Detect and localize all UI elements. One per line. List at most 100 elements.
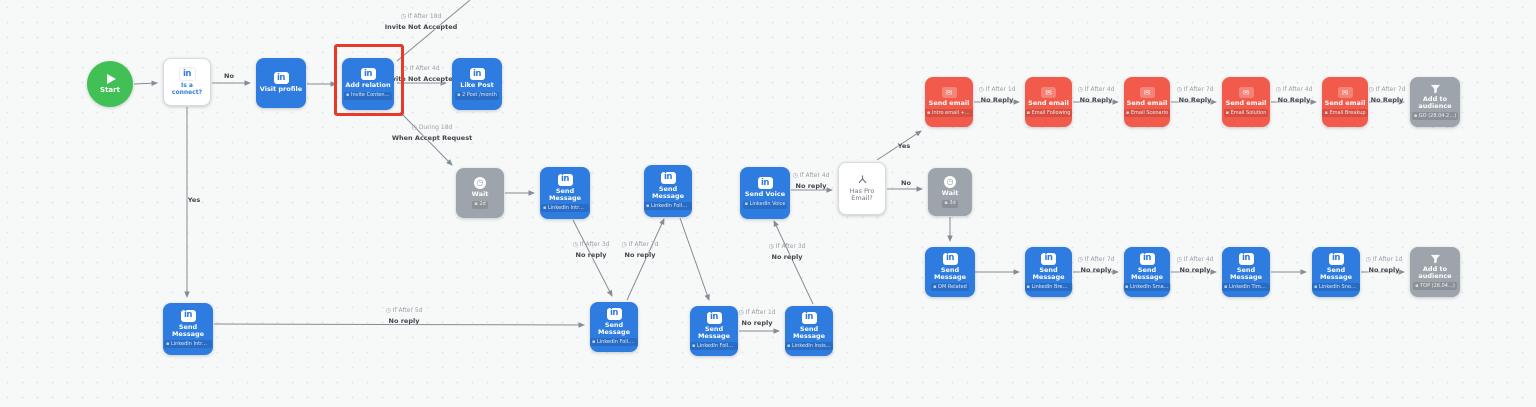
node-title: Send Message bbox=[1130, 265, 1164, 281]
edge-connector bbox=[876, 130, 922, 161]
linkedin-icon: in bbox=[557, 173, 573, 186]
edge-connector bbox=[626, 218, 665, 301]
node-has-pro-email[interactable]: Has Pro Email? bbox=[838, 162, 886, 215]
node-subtitle: LinkedIn Insist… bbox=[785, 342, 833, 351]
node-subtitle: LinkedIn Follow #1 bbox=[644, 202, 692, 211]
node-subtitle: LinkedIn Follow… bbox=[690, 342, 738, 351]
node-send-email-4[interactable]: ✉Send emailEmail Solution bbox=[1222, 77, 1270, 127]
node-title: Wait bbox=[941, 189, 959, 198]
edge-connector bbox=[399, 111, 453, 166]
node-title: Add to audience bbox=[1418, 264, 1452, 280]
split-icon bbox=[857, 174, 868, 186]
edge-connector bbox=[572, 219, 613, 297]
node-title: Send Message bbox=[1229, 265, 1263, 281]
linkedin-icon: in bbox=[1041, 252, 1056, 265]
node-title: Send email bbox=[1126, 98, 1168, 107]
node-title: Send email bbox=[928, 98, 970, 107]
node-title: Is a connect? bbox=[171, 82, 203, 96]
node-subtitle: LinkedIn Follow… bbox=[590, 338, 638, 347]
edge-connector bbox=[133, 80, 158, 86]
node-title: Send Message bbox=[933, 265, 967, 281]
node-title: Add to audience bbox=[1418, 94, 1452, 110]
linkedin-icon: in bbox=[1238, 252, 1254, 265]
node-send-email-3[interactable]: ✉Send emailEmail Scenario bbox=[1123, 77, 1171, 127]
edge-connector bbox=[396, 0, 471, 62]
linkedin-icon: in bbox=[273, 72, 289, 85]
node-send-email-1[interactable]: ✉Send emailIntro email + B… bbox=[925, 77, 973, 127]
node-title: Send Message bbox=[651, 184, 685, 200]
node-subtitle: Email Solution bbox=[1223, 109, 1269, 118]
linkedin-icon: in bbox=[469, 68, 485, 81]
node-subtitle: Email Scenario bbox=[1123, 109, 1171, 118]
node-title: Send Message bbox=[792, 324, 826, 340]
node-wait-2[interactable]: ◷Wait3d bbox=[928, 168, 972, 216]
node-subtitle: LinkedIn Snooz… bbox=[1312, 283, 1360, 292]
node-title: Visit profile bbox=[259, 85, 303, 94]
node-send-email-5[interactable]: ✉Send emailEmail Breakup bbox=[1322, 77, 1368, 127]
linkedin-icon: in bbox=[180, 309, 196, 322]
envelope-icon: ✉ bbox=[1139, 86, 1155, 98]
linkedin-icon: in bbox=[801, 311, 817, 324]
linkedin-icon: in bbox=[757, 177, 773, 190]
linkedin-icon: in bbox=[178, 67, 196, 82]
node-subtitle: 2 Post /month bbox=[455, 91, 499, 100]
edge-connector bbox=[679, 217, 710, 301]
node-title: Send email bbox=[1324, 98, 1366, 107]
envelope-icon: ✉ bbox=[1238, 86, 1254, 98]
node-subtitle: LinkedIn Break… bbox=[1024, 283, 1073, 292]
node-title: Send Message bbox=[1032, 265, 1065, 281]
node-title: Send Message bbox=[1319, 265, 1353, 281]
funnel-icon bbox=[1430, 254, 1441, 264]
node-subtitle: Invite Content… bbox=[344, 91, 392, 100]
node-subtitle: LinkedIn Times… bbox=[1222, 283, 1270, 292]
linkedin-icon: in bbox=[706, 311, 722, 324]
linkedin-icon: in bbox=[660, 171, 676, 184]
clock-icon: ◷ bbox=[944, 176, 956, 189]
node-title: Has Pro Email? bbox=[849, 186, 875, 202]
node-subtitle: LinkedIn Intro #1 bbox=[164, 340, 212, 349]
clock-icon: ◷ bbox=[474, 177, 486, 190]
node-add-audience-1[interactable]: Add to audience GO (28.04.2…) bbox=[1410, 77, 1460, 127]
node-subtitle: GO (28.04.2…) bbox=[1411, 112, 1459, 121]
node-title: Send Voice bbox=[744, 190, 786, 199]
node-title: Start bbox=[100, 85, 120, 94]
node-add-audience-2[interactable]: Add to audienceTOP (28.04…) bbox=[1410, 247, 1460, 297]
node-send-email-2[interactable]: ✉Send emailEmail Following bbox=[1024, 77, 1073, 127]
node-title: Wait bbox=[471, 190, 489, 199]
node-title: Add relation bbox=[345, 81, 391, 90]
edge-connector bbox=[213, 322, 585, 328]
node-subtitle: Intro email + B… bbox=[925, 109, 973, 118]
node-title: Send Message bbox=[171, 322, 205, 338]
node-subtitle: 2d bbox=[472, 200, 488, 209]
node-subtitle: DM Related bbox=[931, 283, 969, 292]
envelope-icon: ✉ bbox=[1337, 86, 1353, 98]
envelope-icon: ✉ bbox=[941, 86, 957, 98]
edge-connector bbox=[773, 220, 814, 305]
node-wait-1[interactable]: ◷Wait2d bbox=[456, 168, 504, 218]
node-subtitle: LinkedIn Small… bbox=[1123, 283, 1171, 292]
node-start[interactable]: Start bbox=[87, 61, 133, 107]
node-subtitle: TOP (28.04…) bbox=[1413, 282, 1457, 291]
node-title: Send Message bbox=[548, 186, 582, 202]
linkedin-icon: in bbox=[360, 68, 376, 81]
linkedin-icon: in bbox=[1328, 252, 1344, 265]
linkedin-icon: in bbox=[942, 252, 958, 265]
